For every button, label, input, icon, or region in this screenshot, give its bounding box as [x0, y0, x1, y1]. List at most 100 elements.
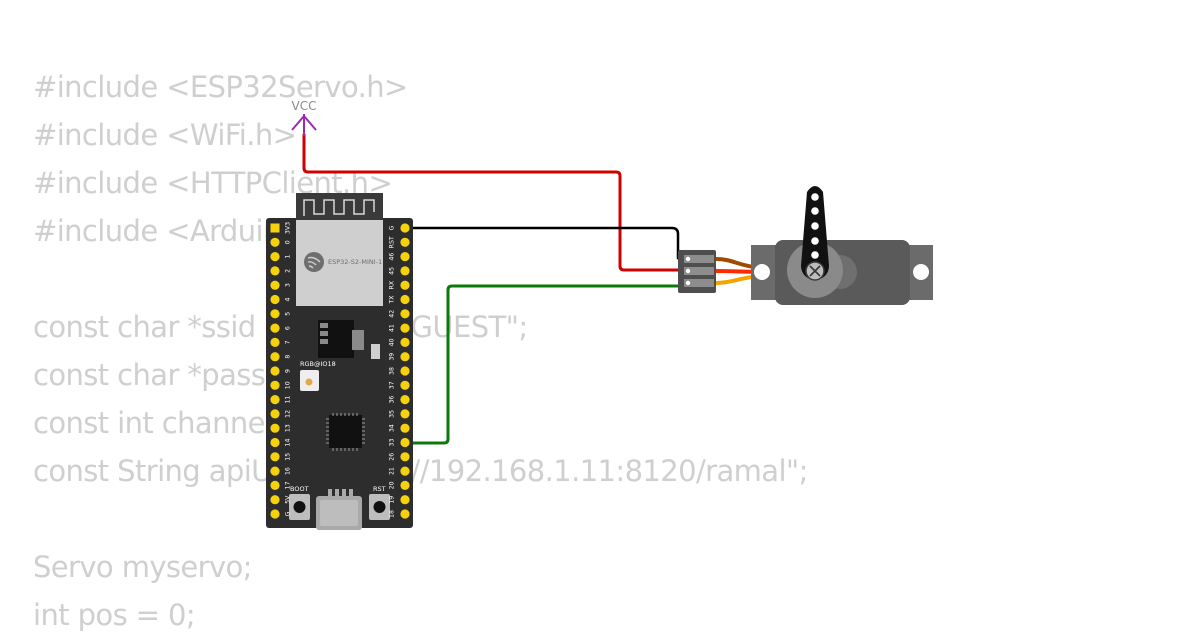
pin-right-35[interactable]: [400, 409, 410, 419]
pin-label: 9: [285, 369, 292, 373]
pin-right-20[interactable]: [400, 480, 410, 490]
pin-label: 20: [389, 481, 396, 489]
pin-label: 42: [389, 310, 396, 318]
pin-label: 5V: [285, 495, 292, 504]
usb-chip: [329, 415, 362, 448]
pin-left-15[interactable]: [270, 452, 280, 462]
vcc-symbol[interactable]: VCC: [291, 99, 317, 136]
pin-label: 26: [389, 453, 396, 461]
pin-right-37[interactable]: [400, 380, 410, 390]
pin-left-17[interactable]: [270, 480, 280, 490]
led-label: RGB@IO18: [300, 360, 336, 368]
pin-label: 5: [285, 312, 292, 316]
pin-label: 38: [389, 367, 396, 375]
esp32-s2-devkit-board[interactable]: ESP32-S2-MINI-1 RGB@IO18 BOOT RST: [266, 193, 413, 530]
pin-label: G: [285, 511, 292, 516]
pin-label: 1: [285, 255, 292, 259]
pin-right-19[interactable]: [400, 495, 410, 505]
pin-left-3v3[interactable]: [270, 223, 280, 233]
pin-label: 7: [285, 340, 292, 344]
pin-right-21[interactable]: [400, 466, 410, 476]
pin-right-36[interactable]: [400, 395, 410, 405]
pin-right-42[interactable]: [400, 309, 410, 319]
pin-left-5v[interactable]: [270, 495, 280, 505]
pin-label: RST: [389, 236, 396, 248]
pin-label: 33: [389, 439, 396, 447]
pin-label: 37: [389, 381, 396, 389]
pin-label: 39: [389, 353, 396, 361]
pin-label: 40: [389, 338, 396, 346]
pin-label: 0: [285, 240, 292, 244]
pin-right-tx[interactable]: [400, 294, 410, 305]
pin-left-3[interactable]: [270, 280, 280, 290]
pin-label: G: [389, 225, 396, 230]
antenna-trace-icon: [303, 199, 375, 216]
antenna-area: [296, 193, 383, 221]
pin-left-g[interactable]: [270, 509, 280, 519]
pin-left-5[interactable]: [270, 309, 280, 319]
pin-label: 45: [389, 267, 396, 275]
pin-left-10[interactable]: [270, 380, 280, 390]
pin-right-45[interactable]: [400, 266, 410, 276]
pin-left-16[interactable]: [270, 466, 280, 476]
servo-motor[interactable]: [751, 186, 933, 305]
pin-label: TX: [389, 295, 396, 305]
pin-label: 10: [285, 381, 292, 389]
pin-right-34[interactable]: [400, 423, 410, 433]
vcc-wire[interactable]: [302, 134, 684, 272]
signal-wire[interactable]: [405, 284, 684, 445]
pin-label: 16: [285, 467, 292, 475]
pin-left-1[interactable]: [270, 252, 280, 262]
pin-right-g[interactable]: [400, 223, 410, 233]
pin-label: 12: [285, 410, 292, 418]
pin-label: 15: [285, 453, 292, 461]
pin-left-11[interactable]: [270, 395, 280, 405]
pin-right-33[interactable]: [400, 437, 410, 448]
pin-label: 3V3: [285, 222, 292, 234]
pin-label: 14: [285, 439, 292, 447]
pin-right-26[interactable]: [400, 452, 410, 462]
pin-right-39[interactable]: [400, 352, 410, 362]
pin-label: 36: [389, 396, 396, 404]
code-line: Servo myservo;: [33, 550, 252, 584]
pin-label: 18: [389, 510, 396, 518]
right-pin-header: GRST4645RXTX4241403938373635343326212019…: [389, 223, 410, 519]
pin-left-6[interactable]: [270, 323, 280, 333]
pin-left-9[interactable]: [270, 366, 280, 376]
pin-label: 11: [285, 396, 292, 404]
pin-left-7[interactable]: [270, 337, 280, 347]
pin-left-0[interactable]: [270, 237, 280, 247]
pin-right-41[interactable]: [400, 323, 410, 333]
pin-label: 4: [285, 297, 292, 301]
servo-connector[interactable]: [678, 250, 716, 293]
pin-left-2[interactable]: [270, 266, 280, 276]
pin-right-40[interactable]: [400, 337, 410, 347]
pin-label: 35: [389, 410, 396, 418]
pin-label: 41: [389, 324, 396, 332]
pin-right-18[interactable]: [400, 509, 410, 519]
rst-label: RST: [373, 485, 386, 493]
code-line: #include <ESP32Servo.h>: [33, 70, 408, 104]
pin-label: 46: [389, 253, 396, 261]
pin-left-8[interactable]: [270, 352, 280, 362]
pin-left-4[interactable]: [270, 294, 280, 305]
pin-left-12[interactable]: [270, 409, 280, 419]
pin-label: 19: [389, 496, 396, 504]
pin-label: 6: [285, 326, 292, 330]
pin-label: 3: [285, 283, 292, 287]
pin-label: RX: [389, 280, 396, 289]
boot-label: BOOT: [290, 485, 309, 493]
pin-label: 21: [389, 467, 396, 475]
servo-horn[interactable]: [801, 186, 829, 280]
gnd-wire[interactable]: [405, 226, 684, 260]
pin-right-46[interactable]: [400, 252, 410, 262]
pin-right-rx[interactable]: [400, 280, 410, 290]
pin-right-rst[interactable]: [400, 237, 410, 247]
pin-left-13[interactable]: [270, 423, 280, 433]
small-capacitor: [371, 344, 380, 359]
pin-label: 2: [285, 269, 292, 273]
pin-right-38[interactable]: [400, 366, 410, 376]
pin-left-14[interactable]: [270, 437, 280, 448]
